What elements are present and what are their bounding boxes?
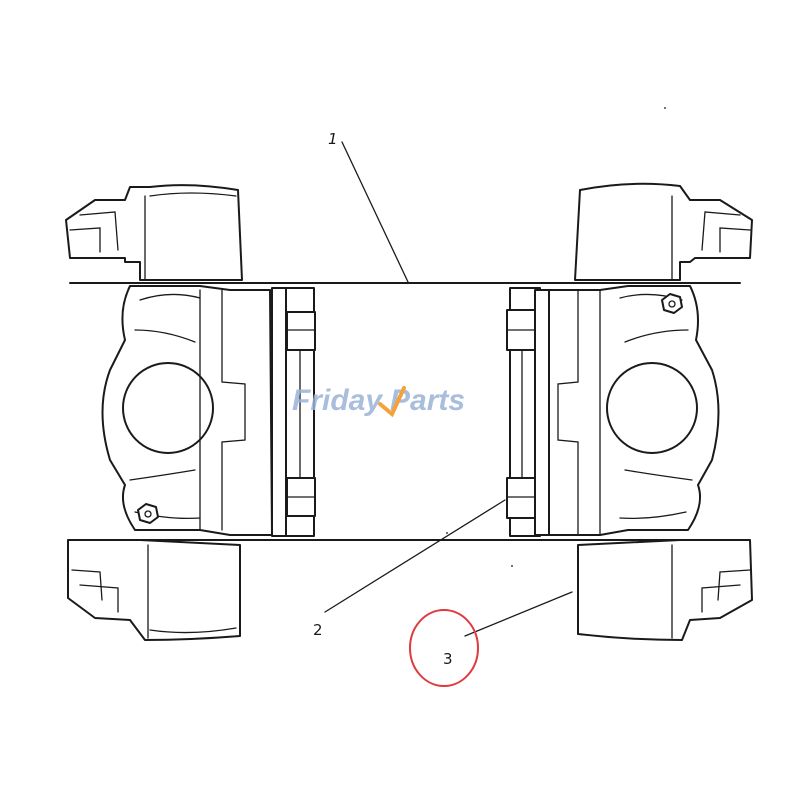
pin-assembly-right bbox=[506, 287, 550, 537]
callout-3: 3 bbox=[443, 650, 453, 668]
top-frame-bar bbox=[69, 282, 741, 541]
track-shoe-top-right bbox=[574, 182, 753, 281]
track-shoe-top-left bbox=[65, 184, 243, 281]
highlight-circle bbox=[409, 609, 479, 687]
link-left bbox=[101, 285, 273, 536]
link-right bbox=[548, 285, 720, 536]
pin-assembly-left bbox=[271, 287, 316, 537]
watermark-text-right: Parts bbox=[390, 384, 465, 417]
watermark-text-left: Friday bbox=[292, 384, 383, 417]
callout-2: 2 bbox=[313, 621, 323, 639]
track-shoe-bottom-left bbox=[67, 539, 241, 641]
leader-lines bbox=[324, 141, 573, 637]
callout-1: 1 bbox=[328, 130, 338, 148]
watermark-swoosh-icon bbox=[378, 386, 406, 418]
track-shoe-bottom-right bbox=[577, 539, 753, 641]
